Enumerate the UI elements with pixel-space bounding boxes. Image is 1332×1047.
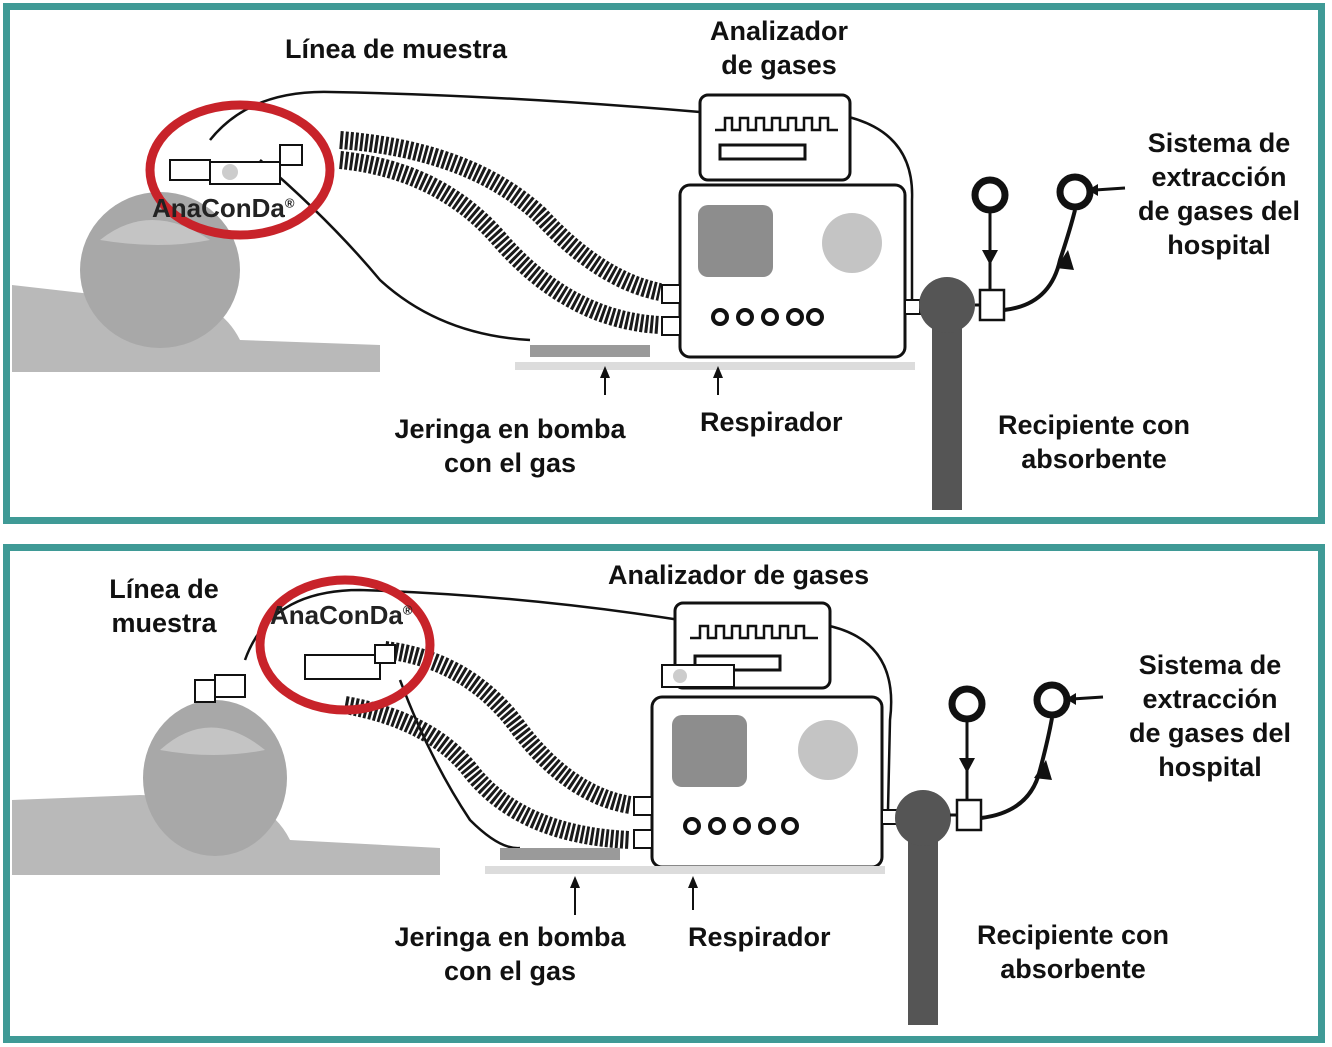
bottom-analyzer-label: Analizador de gases — [608, 560, 870, 590]
bottom-breathing-tube-2 — [343, 696, 631, 849]
bottom-absorbent-canister — [895, 681, 1104, 1025]
top-canister-label: Recipiente con absorbente — [972, 408, 1216, 476]
top-canister-label-line1: Recipiente con — [997, 410, 1191, 440]
bottom-extraction-label-line3: de gases del — [1128, 718, 1292, 748]
bottom-syringe-pump — [485, 848, 885, 874]
bottom-brand-mark: ® — [402, 602, 413, 618]
top-sample-line-label: Línea de muestra — [285, 34, 508, 64]
bottom-ventilator — [633, 695, 898, 869]
bottom-sample-line-label-line2: muestra — [111, 608, 217, 638]
bottom-sample-line-label: Línea de muestra — [94, 572, 234, 640]
top-highlight-circle — [145, 100, 335, 240]
top-ventilator-label: Respirador — [700, 407, 843, 437]
top-gas-analyzer — [698, 93, 852, 182]
bottom-diagram-panel — [3, 544, 1325, 1043]
top-diagram-panel — [3, 3, 1325, 524]
bottom-canister-label-line1: Recipiente con — [976, 920, 1170, 950]
top-syringe-pump — [515, 345, 915, 370]
top-canister-label-line2: absorbente — [1021, 444, 1167, 474]
bottom-sample-line-label-line1: Línea de — [109, 574, 219, 604]
top-syringe-label-line2: con el gas — [443, 448, 577, 478]
bottom-brand-text: AnaConDa — [270, 600, 403, 630]
top-syringe-label: Jeringa en bomba con el gas — [366, 412, 654, 480]
bottom-extraction-label-line1: Sistema de — [1138, 650, 1282, 680]
bottom-syringe-label-line2: con el gas — [443, 956, 577, 986]
top-syringe-label-line1: Jeringa en bomba — [394, 414, 626, 444]
bottom-extraction-label: Sistema de extracción de gases del hospi… — [1108, 648, 1312, 784]
top-extraction-label-line4: hospital — [1167, 230, 1271, 260]
top-ventilator — [661, 183, 921, 359]
top-breathing-tube-1 — [339, 131, 662, 301]
top-absorbent-canister — [919, 173, 1126, 510]
top-analyzer-label: Analizador de gases — [693, 14, 865, 82]
top-extraction-label-line2: extracción — [1151, 162, 1287, 192]
bottom-anaconda-brand: AnaConDa® — [270, 600, 413, 631]
bottom-anaconda-device — [194, 644, 396, 703]
bottom-patient-figure — [12, 700, 440, 875]
bottom-canister-label-line2: absorbente — [1000, 954, 1146, 984]
bottom-gas-analyzer — [661, 601, 832, 690]
top-anaconda-device — [169, 144, 303, 185]
top-anaconda-brand: AnaConDa® — [152, 193, 295, 224]
top-analyzer-label-line1: Analizador — [709, 16, 849, 46]
bottom-ventilator-label: Respirador — [688, 922, 831, 952]
bottom-extraction-label-line2: extracción — [1142, 684, 1278, 714]
bottom-syringe-label: Jeringa en bomba con el gas — [366, 920, 654, 988]
top-analyzer-label-line2: de gases — [721, 50, 837, 80]
bottom-highlight-circle — [255, 575, 435, 715]
top-extraction-label-line3: de gases del — [1137, 196, 1301, 226]
top-extraction-label: Sistema de extracción de gases del hospi… — [1118, 126, 1320, 262]
top-brand-mark: ® — [284, 195, 295, 211]
bottom-extraction-label-line4: hospital — [1158, 752, 1262, 782]
top-brand-text: AnaConDa — [152, 193, 285, 223]
bottom-breathing-tube-1 — [383, 641, 632, 814]
bottom-syringe-label-line1: Jeringa en bomba — [394, 922, 626, 952]
top-extraction-label-line1: Sistema de — [1147, 128, 1291, 158]
bottom-canister-label: Recipiente con absorbente — [952, 918, 1194, 986]
